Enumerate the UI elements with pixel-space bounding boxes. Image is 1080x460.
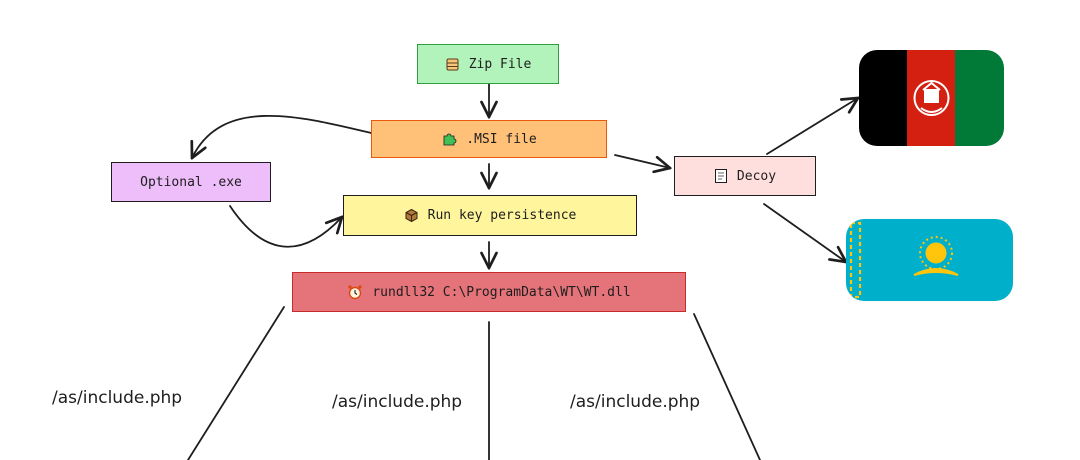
arrow-decoy-to-kazakhstan (763, 203, 846, 262)
decoy-label: Decoy (736, 168, 777, 184)
memo-icon (714, 168, 728, 184)
arrow-decoy-to-afghanistan (766, 98, 858, 155)
arrow-msi-to-optional (192, 114, 372, 158)
path-label-center: /as/include.php (332, 392, 463, 412)
archive-icon (445, 57, 460, 72)
network-line-left (187, 306, 285, 460)
kazakhstan-sun-eagle-icon (913, 236, 959, 276)
afghanistan-emblem-icon (913, 80, 950, 116)
rundll32-node: rundll32 C:\ProgramData\WT\WT.dll (292, 272, 686, 312)
arrow-msi-to-decoy (614, 154, 670, 168)
kazakhstan-flag-art (846, 219, 1013, 301)
optional-exe-node: Optional .exe (111, 162, 271, 202)
afghanistan-flag (859, 50, 1004, 146)
zip-file-label: Zip File (468, 56, 532, 72)
afghanistan-flag-art (859, 50, 1004, 146)
network-line-right (693, 313, 761, 460)
alarm-clock-icon (347, 284, 363, 300)
arrow-optional-to-runkey (229, 205, 342, 248)
path-label-right: /as/include.php (570, 392, 701, 412)
run-key-persistence-node: Run key persistence (343, 195, 637, 236)
zip-file-node: Zip File (417, 44, 559, 84)
msi-file-label: .MSI file (466, 131, 537, 147)
optional-exe-label: Optional .exe (140, 174, 242, 190)
kazakhstan-ornament-icon (849, 221, 862, 299)
run-key-persistence-label: Run key persistence (427, 208, 577, 223)
decoy-node: Decoy (674, 156, 816, 196)
package-icon (404, 208, 419, 223)
kazakhstan-flag (846, 219, 1013, 301)
rundll32-label: rundll32 C:\ProgramData\WT\WT.dll (372, 284, 631, 300)
puzzle-icon (441, 131, 457, 147)
path-label-left: /as/include.php (52, 388, 183, 408)
msi-file-node: .MSI file (371, 120, 607, 158)
